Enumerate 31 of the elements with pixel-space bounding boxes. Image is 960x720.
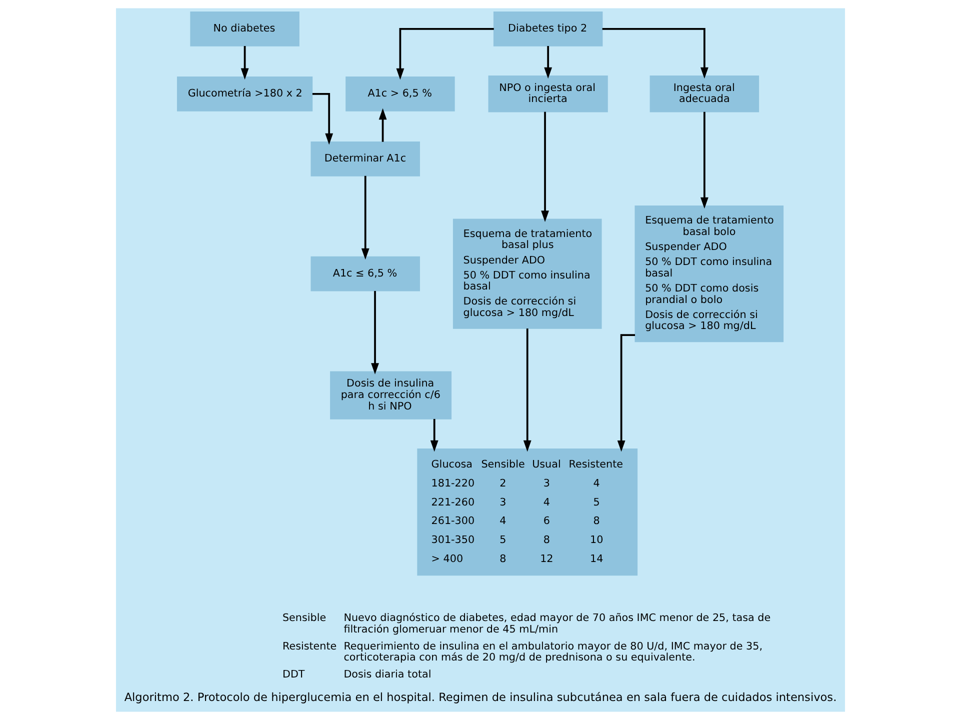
label: Sensible (282, 612, 326, 624)
arrow (544, 46, 552, 79)
arrow (602, 28, 708, 79)
node-box: Esquema de tratamiento basal bolo Suspender ADO 50 % DDT como insulina basal 50 % DDT como dosis prandial o bolo Dosis de corrección si glucosa > 180 mg/dL (634, 206, 784, 342)
arrow (370, 290, 378, 374)
node-box: Diabetes tipo 2 (492, 12, 602, 46)
node-box: Ingesta oral adecuada (649, 76, 759, 112)
arrow (396, 28, 494, 80)
node-box: Dosis de insulina para corrección c/6 h si NPO (330, 371, 452, 420)
arrow (540, 112, 548, 222)
arrow (430, 418, 438, 452)
arrow (360, 176, 369, 260)
label: Requerimiento de insulina en el ambulatorio mayor de 80 U/d, IMC mayor de 35, corticoterapia con más de 20 mg/d de prednisona o su equivalente. (343, 640, 762, 664)
node-box: Glucosa Sensible Usual Resistente 181-220 2 3 4 221-260 3 4 5 261-300 4 6 8 301-350 5 8 10 > 400 8 12 14 (416, 448, 638, 576)
node-box: NPO o ingesta oral incierta (488, 76, 608, 112)
node-box: No diabetes (190, 12, 299, 46)
caption: Algoritmo 2. Protocolo de hiperglucemia en el hospital. Regimen de insulina subcutánea en sala fuera de cuidados intensivos. (124, 691, 836, 704)
label: Resistente (282, 640, 336, 652)
node-box: Esquema de tratamiento basal plus Suspender ADO 50 % DDT como insulina basal Dosis de corrección si glucosa > 180 mg/dL (452, 218, 602, 329)
label: Nuevo diagnóstico de diabetes, edad mayor de 70 años IMC menor de 25, tasa de filtración glomeruar menor de 45 mL/min (343, 612, 770, 636)
label: Dosis diaria total (343, 668, 431, 681)
node-box: A1c > 6,5 % (345, 76, 454, 112)
arrow (240, 46, 248, 80)
node-box: Glucometría >180 x 2 (176, 76, 312, 112)
label: DDT (282, 668, 304, 681)
node-box: A1c ≤ 6,5 % (310, 256, 420, 292)
arrow (312, 92, 333, 145)
node-box: Determinar A1c (310, 142, 420, 176)
arrow (378, 108, 386, 142)
arrow (700, 112, 708, 209)
arrow (522, 328, 531, 452)
